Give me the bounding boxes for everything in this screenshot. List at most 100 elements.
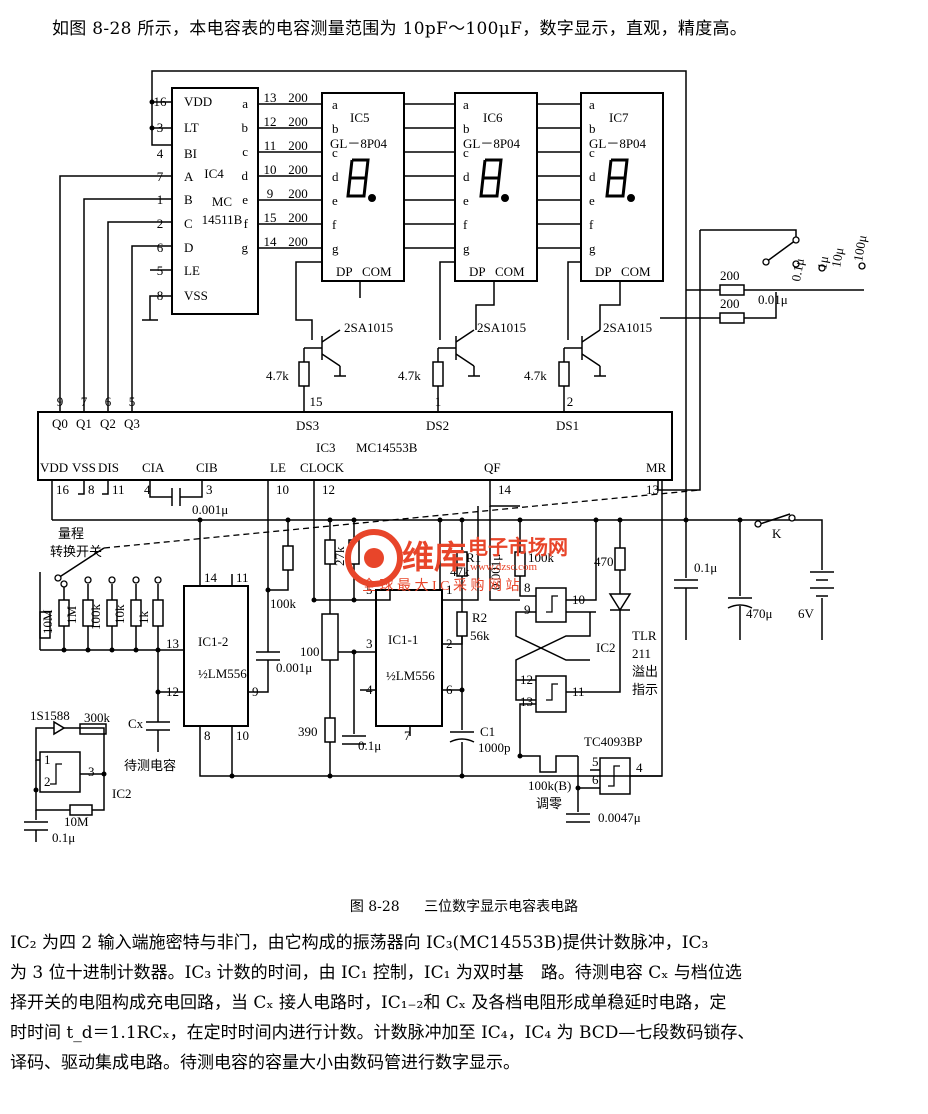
ic4-pin-num: 2 bbox=[157, 216, 164, 231]
range-cap-label: 10μ bbox=[828, 246, 846, 268]
segment-label: d bbox=[589, 169, 596, 184]
c1-label: C1 bbox=[480, 724, 495, 739]
segment-label: g bbox=[332, 241, 339, 256]
ic11-pin: 2 bbox=[446, 636, 453, 651]
body-line-3: 择开关的电阻构成充电回路，当 Cₓ 接人电路时，IC₁₋₂和 Cₓ 及各档电阻形… bbox=[10, 993, 727, 1013]
ic3-bottom-label: VSS bbox=[72, 460, 96, 475]
r200-2-label: 200 bbox=[720, 296, 740, 311]
r390-label: 390 bbox=[298, 724, 318, 739]
ic2-pin: 11 bbox=[572, 684, 585, 699]
ic4-out-num: 11 bbox=[264, 138, 277, 153]
ic3-top-pin-num: 5 bbox=[129, 394, 136, 409]
ic2-pin: 9 bbox=[524, 602, 531, 617]
ic4-out-num: 14 bbox=[264, 234, 278, 249]
ic12-pin: 9 bbox=[252, 684, 259, 699]
ic3-ds-num: 1 bbox=[435, 394, 442, 409]
ic12-part: ½LM556 bbox=[198, 666, 247, 681]
body-text: IC₂ 为四 2 输入端施密特与非门，由它构成的振荡器向 IC₃(MC14553… bbox=[10, 928, 918, 1078]
display-com: COM bbox=[621, 264, 651, 279]
ic3-top-pin-label: Q0 bbox=[52, 416, 68, 431]
ic4-out-num: 12 bbox=[264, 114, 277, 129]
ic11-name: IC1-1 bbox=[388, 632, 418, 647]
segment-label: f bbox=[589, 217, 594, 232]
body-line-2: 为 3 位十进制计数器。IC₃ 计数的时间，由 IC₁ 控制，IC₁ 为双时基 … bbox=[10, 963, 742, 983]
ic3-top-pin-num: 6 bbox=[105, 394, 112, 409]
ic3-bottom-label: LE bbox=[270, 460, 286, 475]
circuit-diagram: 16VDD3LT4BI7A1B2C6D5LE8VSSa13200b12200c1… bbox=[24, 70, 870, 845]
watermark-cn1: 维库 bbox=[402, 539, 466, 575]
watermark-url: www.dzsc.com bbox=[470, 561, 538, 573]
ic4-out-label: e bbox=[242, 192, 248, 207]
ic3-bottom-label: CIA bbox=[142, 460, 165, 475]
watermark-logo: 维库 电子市场网 www.dzsc.com 全 球 最 大 I C 采 购 网 … bbox=[340, 528, 610, 596]
ic3-ds-num: 15 bbox=[310, 394, 323, 409]
r1-label: R1 bbox=[466, 550, 481, 565]
ic4-part: MC bbox=[212, 194, 232, 209]
base-resistor-label: 4.7k bbox=[266, 368, 289, 383]
ic11-pin: 4 bbox=[366, 682, 373, 697]
ic3-bottom-label: CLOCK bbox=[300, 460, 345, 475]
r100k-b-label: 100k bbox=[528, 550, 555, 565]
segment-label: e bbox=[463, 193, 469, 208]
ic3-top-pin-label: Q1 bbox=[76, 416, 92, 431]
osc-pin: 1 bbox=[44, 752, 51, 767]
range-switch-label-2: 转换开关 bbox=[50, 544, 102, 559]
segment-label: c bbox=[463, 145, 469, 160]
range-cap-label: 1μ bbox=[814, 255, 831, 271]
cap-0001u-label: 0.001μ bbox=[192, 502, 228, 517]
ic4-resistor-label: 200 bbox=[288, 162, 308, 177]
ic4-pin-num: 7 bbox=[157, 169, 164, 184]
ic12-pin: 14 bbox=[204, 570, 218, 585]
seven-segment-digit bbox=[479, 158, 503, 198]
ic3-name: IC3 bbox=[316, 440, 336, 455]
tc-pin: 4 bbox=[636, 760, 643, 775]
pot-label: 100k(B) bbox=[528, 778, 571, 793]
ic4-out-num: 15 bbox=[264, 210, 277, 225]
segment-label: a bbox=[589, 97, 595, 112]
ic4-pin-label: LE bbox=[184, 263, 200, 278]
transistor-label: 2SA1015 bbox=[477, 320, 526, 335]
ic3-bottom-pin: 13 bbox=[646, 482, 659, 497]
ic11-pin: 5 bbox=[366, 582, 373, 597]
ic4-out-label: a bbox=[242, 96, 248, 111]
ic4-pin-label: VSS bbox=[184, 288, 208, 303]
tlr-label: 溢出 bbox=[632, 664, 658, 679]
transistor-label: 2SA1015 bbox=[603, 320, 652, 335]
r100k-a-label: 100k bbox=[270, 596, 297, 611]
range-resistor-label: 1k bbox=[136, 611, 151, 625]
tc-pin: 5 bbox=[592, 754, 599, 769]
range-cap-label: 100μ bbox=[850, 234, 869, 263]
pot-description: 调零 bbox=[536, 796, 562, 811]
c01u-label: 0.1μ bbox=[358, 738, 381, 753]
ic11-part: ½LM556 bbox=[386, 668, 435, 683]
ic12-pin: 11 bbox=[236, 570, 249, 585]
r200-1-label: 200 bbox=[720, 268, 740, 283]
ic4-out-num: 10 bbox=[264, 162, 277, 177]
display-com: COM bbox=[495, 264, 525, 279]
ic4-pin-label: C bbox=[184, 216, 193, 231]
osc-diode-label: 1S1588 bbox=[30, 708, 70, 723]
segment-label: c bbox=[589, 145, 595, 160]
c01u-b-label: 0.1μ bbox=[694, 560, 717, 575]
r2-value: 56k bbox=[470, 628, 490, 643]
range-resistor-label: 100k bbox=[88, 604, 103, 631]
c0001u-c-label: 0.001μ bbox=[488, 554, 503, 590]
ic4-resistor-label: 200 bbox=[288, 138, 308, 153]
ic4-out-label: b bbox=[242, 120, 249, 135]
tc-name: TC4093BP bbox=[584, 734, 643, 749]
ic3-ds-label: DS3 bbox=[296, 418, 319, 433]
c00047-label: 0.0047μ bbox=[598, 810, 641, 825]
decimal-point bbox=[627, 194, 635, 202]
ic3-bottom-label: DIS bbox=[98, 460, 119, 475]
ic4-pin-num: 8 bbox=[157, 288, 164, 303]
ic3-top-pin-label: Q3 bbox=[124, 416, 140, 431]
ic3-bottom-pin: 16 bbox=[56, 482, 70, 497]
osc-pin: 2 bbox=[44, 774, 51, 789]
display-name: IC7 bbox=[609, 110, 629, 125]
cap-001u-label: 0.01μ bbox=[758, 292, 788, 307]
ic12-pin: 12 bbox=[166, 684, 179, 699]
ic4-pin-label: BI bbox=[184, 146, 197, 161]
ic4-part2: 14511B bbox=[202, 212, 243, 227]
cx-description: 待测电容 bbox=[124, 758, 176, 773]
